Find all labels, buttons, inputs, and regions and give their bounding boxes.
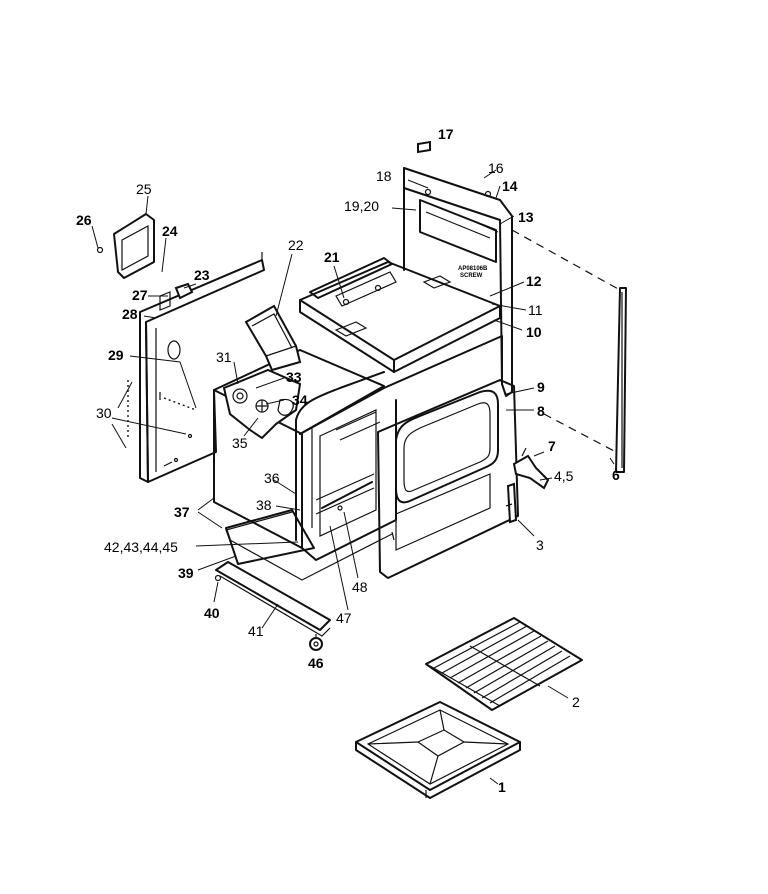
side-trim-strip: [615, 287, 627, 473]
left-side-panel: [139, 252, 265, 483]
callout-11: 11: [528, 302, 543, 318]
callout-40: 40: [204, 605, 220, 621]
vent-cap: [417, 140, 431, 154]
bottom-panel: [225, 509, 315, 565]
callout-25: 25: [136, 181, 152, 197]
callout-42-45: 42,43,44,45: [104, 539, 178, 555]
rack-support: [321, 481, 373, 511]
drawer-rail: [214, 561, 331, 637]
callout-46: 46: [308, 655, 324, 671]
callout-23: 23: [194, 267, 210, 283]
callout-9: 9: [537, 379, 545, 395]
callout-33: 33: [286, 369, 302, 385]
callout-8: 8: [537, 403, 545, 419]
leader-lines: [91, 169, 615, 785]
callout-36: 36: [264, 470, 280, 486]
hinge-receptacle: [505, 482, 518, 524]
callout-35: 35: [232, 435, 248, 451]
callout-34: 34: [292, 392, 308, 408]
side-bracket: [96, 213, 155, 279]
callout-48: 48: [352, 579, 368, 595]
control-bracket: [222, 368, 302, 440]
leveling-foot: [309, 634, 323, 651]
callout-41: 41: [248, 623, 264, 639]
callout-6: 6: [612, 467, 620, 483]
callout-13: 13: [518, 209, 534, 225]
door-hinge: [512, 447, 550, 490]
vent-duct: [244, 304, 302, 372]
callout-17: 17: [438, 126, 454, 142]
callout-28: 28: [122, 306, 138, 322]
back-panel: [403, 167, 513, 397]
callout-3: 3: [536, 537, 544, 553]
callout-19-20: 19,20: [344, 198, 379, 214]
oven-top-panel: [299, 261, 501, 373]
screw-note-line1: AP08106B: [458, 266, 488, 272]
callout-26: 26: [76, 212, 92, 228]
callout-labels: 1 2 3 4,5 6 7 8 9 10 11 12 13 14 16 17 1…: [76, 126, 620, 795]
callout-22: 22: [288, 237, 304, 253]
screw-note-line2: SCREW: [460, 273, 483, 279]
callout-4-5: 4,5: [554, 468, 574, 484]
oven-door: [377, 379, 519, 579]
callout-47: 47: [336, 610, 352, 626]
callout-31: 31: [216, 349, 232, 365]
callout-21: 21: [324, 249, 340, 265]
callout-12: 12: [526, 273, 542, 289]
callout-14: 14: [502, 178, 518, 194]
callout-2: 2: [572, 694, 580, 710]
callout-39: 39: [178, 565, 194, 581]
callout-29: 29: [108, 347, 124, 363]
callout-18: 18: [376, 168, 392, 184]
callout-37: 37: [174, 504, 190, 520]
callout-24: 24: [162, 223, 178, 239]
callout-27: 27: [132, 287, 148, 303]
back-screws: [424, 188, 492, 198]
callout-16: 16: [488, 160, 504, 176]
callout-1: 1: [498, 779, 506, 795]
broiler-pan: [355, 701, 521, 799]
callout-38: 38: [256, 497, 272, 513]
callout-10: 10: [526, 324, 542, 340]
top-bracket: [309, 257, 397, 307]
oven-rack: [425, 617, 583, 711]
callout-7: 7: [548, 438, 556, 454]
callout-30: 30: [96, 405, 112, 421]
small-clips: [159, 282, 194, 311]
